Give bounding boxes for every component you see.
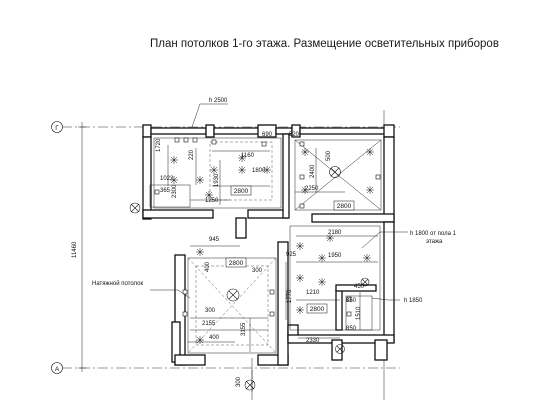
svg-text:2400: 2400 [310, 164, 316, 178]
vertical-dimension-texts: 1720 220 1930 2300 2400 500 400 3155 177… [156, 138, 362, 387]
spot-icon [318, 278, 326, 286]
spot-icon [170, 176, 178, 184]
level-note: h 1800 от пола 1 [410, 231, 457, 237]
svg-text:1160: 1160 [241, 153, 255, 159]
axis-marker-a: А [51, 362, 63, 374]
svg-text:300: 300 [252, 268, 263, 274]
svg-text:2330: 2330 [306, 338, 320, 344]
svg-text:2155: 2155 [202, 321, 216, 327]
spot-icon [196, 248, 204, 256]
svg-text:1210: 1210 [306, 290, 320, 296]
svg-text:2250: 2250 [305, 186, 319, 192]
level-right: h 1850 [404, 298, 423, 304]
axis-lines [62, 110, 400, 400]
spot-icon [263, 166, 271, 174]
spot-icon [238, 166, 246, 174]
led-strips [154, 137, 381, 317]
spot-icon [366, 186, 374, 194]
spot-icon [318, 254, 326, 262]
svg-text:450: 450 [354, 284, 365, 290]
svg-text:2800: 2800 [337, 203, 352, 210]
svg-text:1950: 1950 [328, 253, 342, 259]
lamp-icon [226, 288, 240, 302]
svg-text:2180: 2180 [328, 230, 342, 236]
svg-text:400: 400 [209, 335, 220, 341]
svg-text:2800: 2800 [229, 260, 244, 267]
level-note-2: этажа [426, 239, 443, 245]
stretch-ceiling-label: Натяжной потолок [92, 280, 143, 287]
svg-text:400: 400 [205, 261, 211, 272]
lamp-icon [329, 166, 341, 178]
spot-icon [196, 176, 204, 184]
axis-label-g: Г [55, 125, 59, 132]
svg-text:1720: 1720 [156, 138, 162, 152]
svg-text:220: 220 [189, 149, 195, 160]
svg-text:500: 500 [326, 150, 332, 161]
dimension-lines [150, 103, 408, 392]
svg-text:1800: 1800 [252, 168, 266, 174]
lamp-icon [129, 202, 141, 214]
svg-text:1250: 1250 [205, 198, 219, 204]
lamp-icon [360, 277, 370, 287]
svg-text:365: 365 [160, 188, 171, 194]
svg-text:1770: 1770 [287, 289, 293, 303]
svg-text:1510: 1510 [356, 306, 362, 320]
axis-marker-g: Г [51, 121, 63, 133]
spot-icon [210, 166, 218, 174]
dimension-texts: 1160 1800 1022 365 1250 690 520 2250 945… [160, 132, 365, 344]
level-top: h 2500 [209, 98, 228, 104]
spot-icon [296, 242, 304, 250]
room-tag: 2800 [230, 185, 252, 196]
pendant-lamps [129, 166, 370, 391]
svg-text:300: 300 [205, 308, 216, 314]
walls [142, 124, 395, 366]
spot-icon [205, 191, 213, 199]
svg-text:850: 850 [346, 326, 357, 332]
svg-text:925: 925 [286, 252, 297, 258]
svg-text:945: 945 [209, 237, 220, 243]
svg-text:3155: 3155 [241, 322, 247, 336]
spot-icon [296, 306, 304, 314]
svg-text:850: 850 [346, 298, 357, 304]
spot-icon [366, 148, 374, 156]
svg-text:520: 520 [289, 132, 300, 138]
room-tag: 2800 [225, 257, 247, 268]
lamp-icon [244, 379, 256, 391]
spot-icon [196, 336, 204, 344]
spot-icon [238, 154, 246, 162]
spot-icon [363, 254, 371, 262]
room-tag: 2800 [333, 200, 355, 211]
page-title: План потолков 1-го этажа. Размещение осв… [150, 38, 499, 50]
svg-text:690: 690 [262, 132, 273, 138]
overall-height-dim: 11460 [72, 241, 78, 258]
lamp-icon [335, 344, 345, 354]
spot-icon [296, 274, 304, 282]
spot-icon [301, 148, 309, 156]
axis-label-a: А [55, 366, 60, 373]
spot-icon [170, 156, 178, 164]
svg-text:2800: 2800 [310, 306, 325, 313]
svg-text:2800: 2800 [234, 188, 249, 195]
svg-text:300: 300 [236, 376, 242, 387]
svg-text:2300: 2300 [172, 184, 178, 198]
svg-text:1022: 1022 [160, 176, 174, 182]
svg-text:1930: 1930 [214, 173, 220, 187]
room-tag: 2800 [306, 303, 328, 314]
